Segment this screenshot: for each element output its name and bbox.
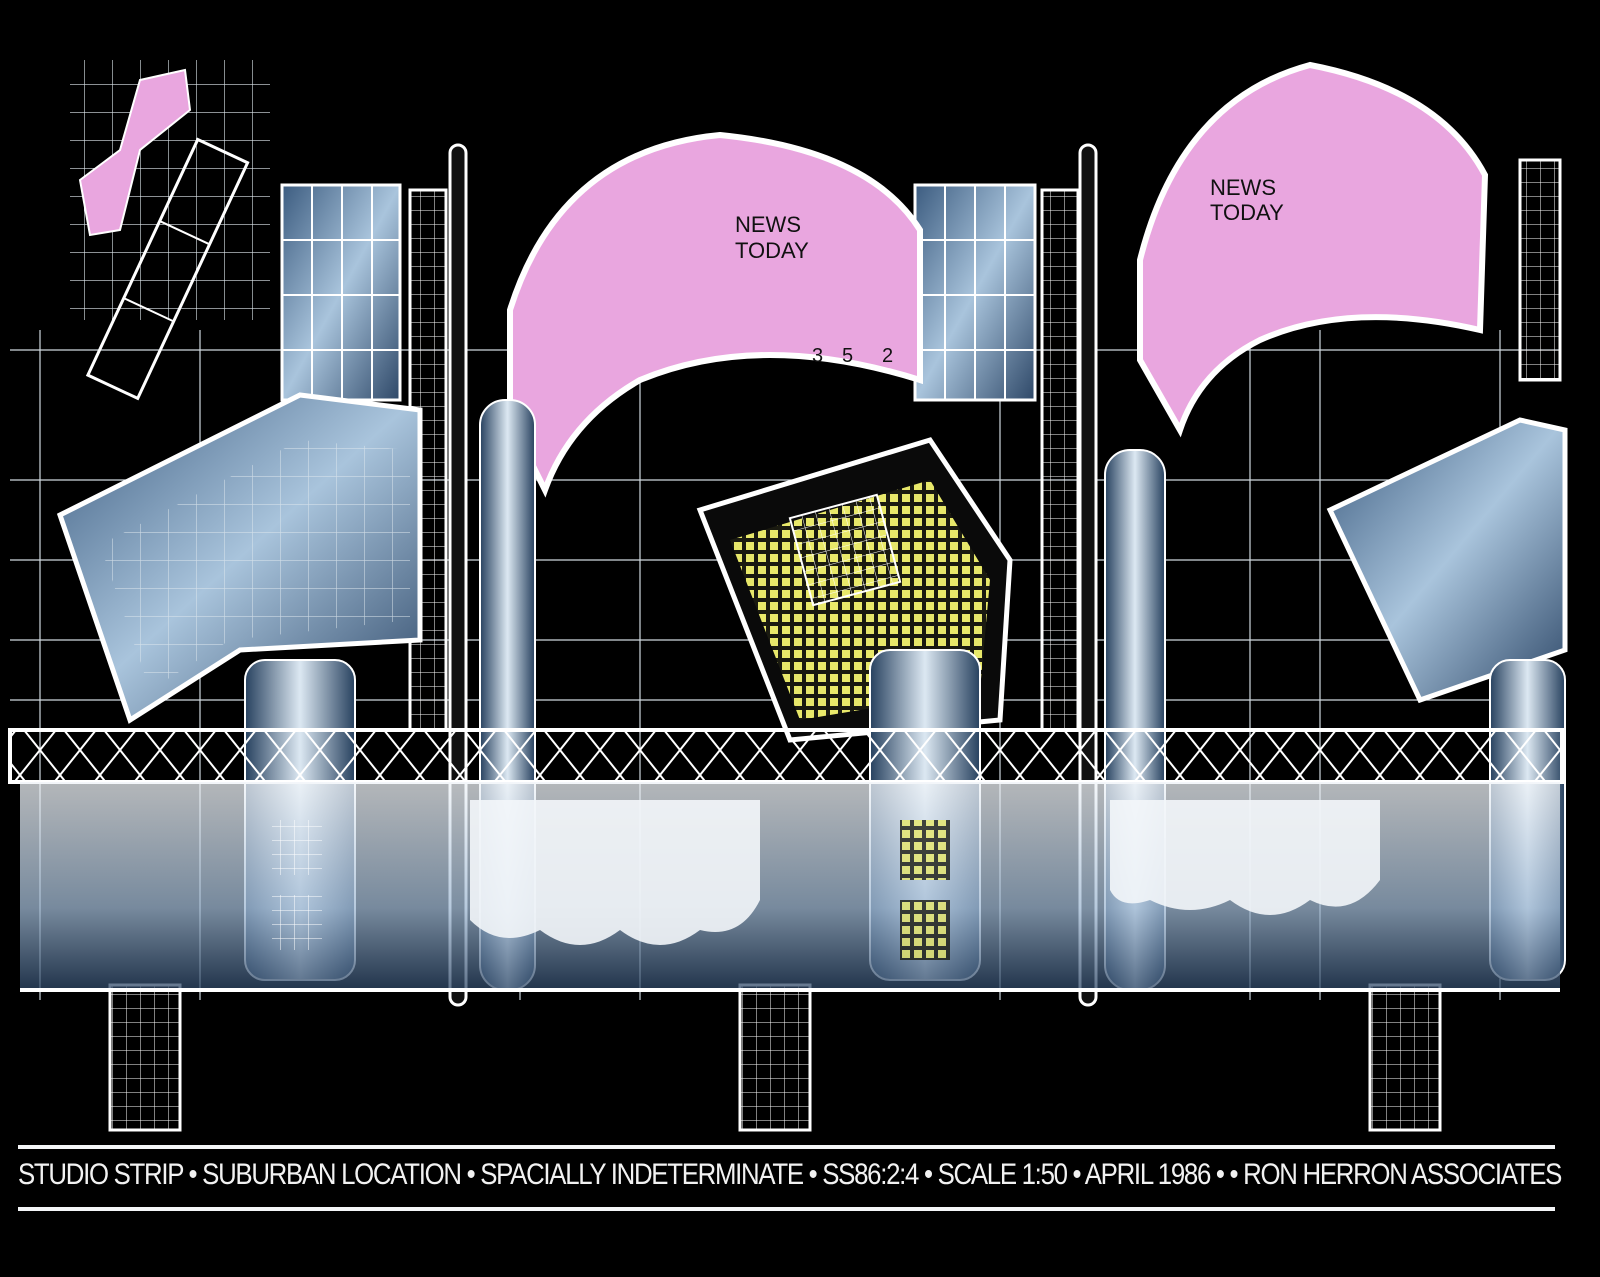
- architectural-drawing: NEWS TODAY 3 5 2 NEWS TODAY: [8, 60, 1568, 1132]
- news-sign: NEWS: [735, 212, 801, 237]
- top-rule: [18, 1145, 1555, 1149]
- bottom-rule: [18, 1207, 1555, 1211]
- tilted-room-left: [56, 392, 423, 724]
- lower-glazed-band: [20, 782, 1560, 992]
- today-sign: TODAY: [735, 238, 809, 263]
- number-label: 3: [812, 345, 823, 367]
- number-label: 5: [842, 345, 853, 367]
- pink-dome-left: NEWS TODAY 3 5 2: [507, 131, 923, 498]
- title-caption: STUDIO STRIP • SUBURBAN LOCATION • SPACI…: [18, 1158, 1562, 1191]
- floating-grid-cluster: [70, 60, 270, 401]
- today-sign: TODAY: [1210, 200, 1284, 225]
- tilted-room-right: [1326, 417, 1568, 704]
- glass-panels: [280, 183, 1037, 402]
- news-sign: NEWS: [1210, 175, 1276, 200]
- number-label: 2: [882, 345, 893, 367]
- pink-panel: [78, 68, 192, 237]
- pink-dome-right: NEWS TODAY: [1137, 61, 1489, 438]
- ladder-towers: [108, 158, 1562, 1132]
- truss-band: [8, 728, 1564, 784]
